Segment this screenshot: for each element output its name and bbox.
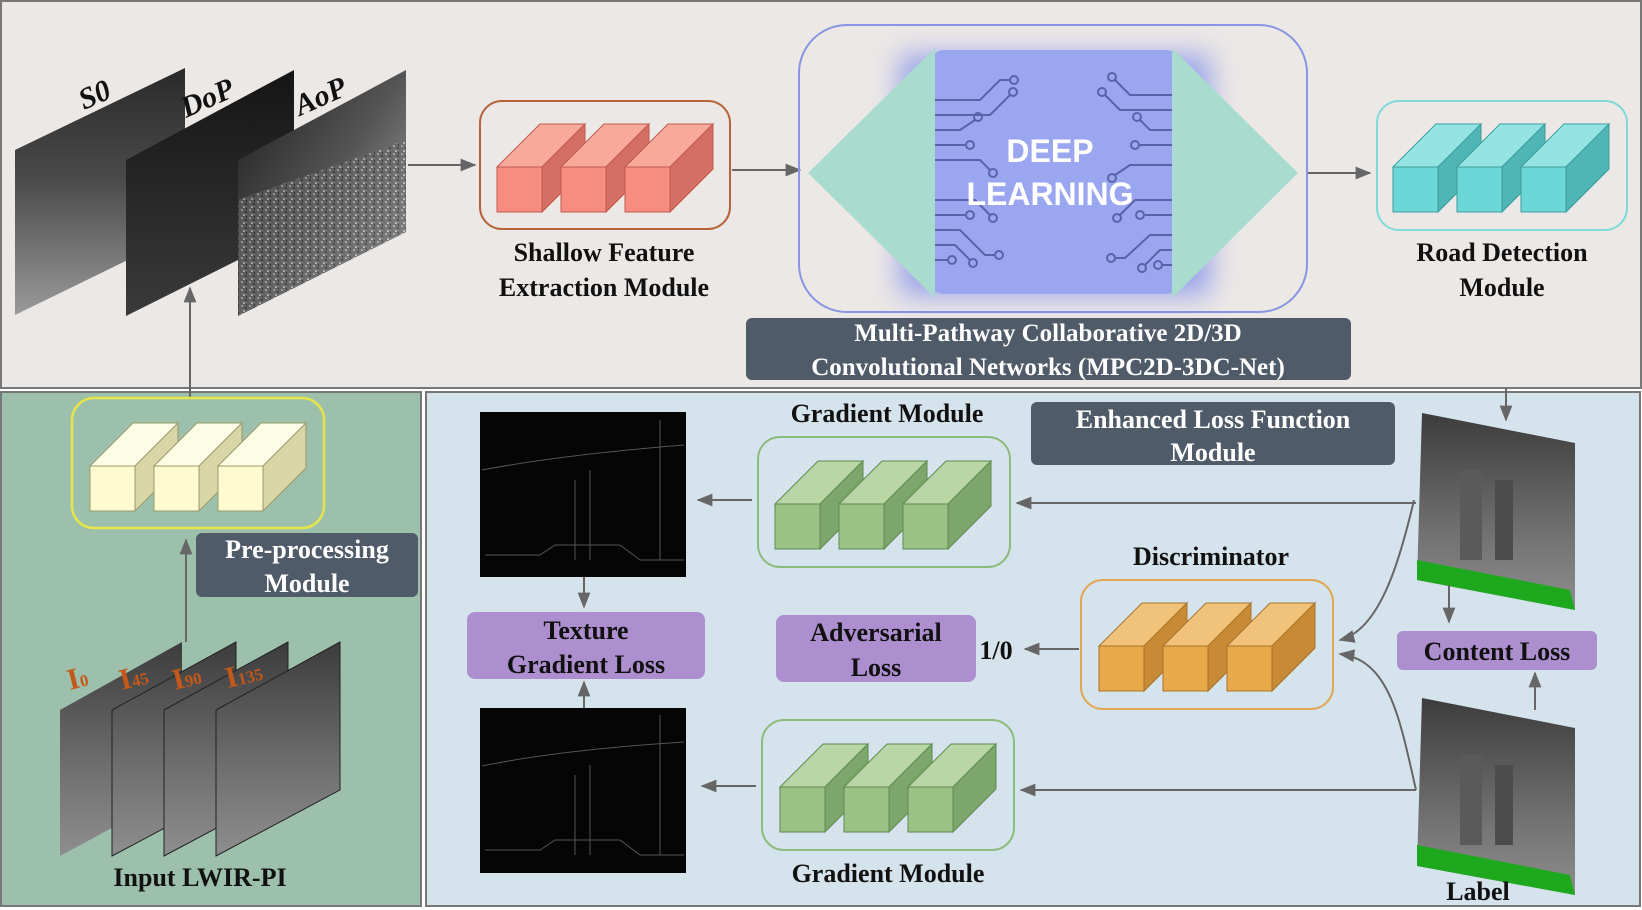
arrow-label-to-disc bbox=[1338, 649, 1417, 791]
texture-loss-box bbox=[467, 612, 705, 679]
road-label-line1: Road Detection bbox=[1416, 238, 1588, 267]
gradient-module-top-box bbox=[757, 436, 1011, 568]
gradient-image-top bbox=[480, 412, 686, 577]
pre-module-box bbox=[70, 396, 326, 530]
shallow-cubes bbox=[495, 122, 715, 214]
gradient-bottom-cube-3 bbox=[906, 742, 998, 834]
road-cubes bbox=[1391, 122, 1611, 214]
gradient-module-bottom-label: Gradient Module bbox=[792, 859, 985, 888]
shallow-label-line2: Extraction Module bbox=[499, 273, 709, 302]
network-name-line1: Multi-Pathway Collaborative 2D/3D bbox=[854, 320, 1241, 347]
pre-label-line2: Module bbox=[264, 569, 349, 598]
shallow-module-box bbox=[479, 100, 731, 230]
gradient-image-bottom bbox=[480, 708, 686, 873]
output-image bbox=[1417, 413, 1575, 610]
deep-learning-core bbox=[930, 50, 1180, 294]
content-loss-text: Content Loss bbox=[1424, 637, 1571, 666]
dl-left-triangle bbox=[808, 48, 935, 298]
pre-cubes bbox=[88, 421, 308, 513]
gradient-cubes-top bbox=[773, 459, 993, 551]
enhanced-loss-tag bbox=[1031, 402, 1395, 465]
label-image bbox=[1417, 698, 1575, 895]
aop-texture bbox=[238, 140, 406, 316]
gradient-module-top-label: Gradient Module bbox=[791, 399, 984, 428]
enhanced-loss-line1: Enhanced Loss Function bbox=[1076, 405, 1351, 434]
discriminator-label: Discriminator bbox=[1133, 542, 1289, 571]
road-label-line2: Module bbox=[1459, 273, 1544, 302]
adv-output-label: 1/0 bbox=[979, 636, 1012, 665]
shallow-cube-3 bbox=[623, 122, 715, 214]
input-i135-label: I135 bbox=[222, 654, 266, 695]
shallow-label-line1: Shallow Feature bbox=[514, 238, 695, 267]
learning-text: LEARNING bbox=[966, 176, 1133, 212]
road-module-box bbox=[1376, 100, 1628, 231]
deep-learning-frame bbox=[798, 24, 1308, 313]
arrow-output-to-disc bbox=[1338, 499, 1415, 643]
road-cube-3 bbox=[1519, 122, 1611, 214]
gradient-cubes-bottom bbox=[778, 742, 998, 834]
disc-cube-3 bbox=[1225, 601, 1317, 693]
adversarial-loss-line2: Loss bbox=[851, 653, 902, 682]
circuit-lines bbox=[935, 72, 1175, 273]
dl-right-triangle bbox=[1172, 48, 1298, 298]
texture-loss-line1: Texture bbox=[543, 616, 628, 645]
texture-loss-line2: Gradient Loss bbox=[507, 650, 665, 679]
pre-module-tag bbox=[196, 533, 418, 597]
pre-label-line1: Pre-processing bbox=[225, 535, 389, 564]
gradient-top-cube-3 bbox=[901, 459, 993, 551]
pre-cube-3 bbox=[216, 421, 308, 513]
adversarial-loss-line1: Adversarial bbox=[810, 618, 941, 647]
gradient-image-bottom-edges bbox=[481, 715, 685, 856]
content-loss-box bbox=[1397, 631, 1597, 670]
dop-image bbox=[126, 70, 294, 316]
gradient-module-bottom-box bbox=[761, 719, 1015, 851]
input-i135-image bbox=[215, 641, 341, 857]
label-text: Label bbox=[1446, 877, 1510, 906]
input-label: Input LWIR-PI bbox=[113, 863, 286, 892]
discriminator-box bbox=[1080, 579, 1334, 710]
network-name-tag bbox=[746, 318, 1351, 380]
input-image-stack bbox=[60, 641, 341, 857]
discriminator-cubes bbox=[1097, 601, 1317, 693]
s0-image bbox=[15, 68, 185, 315]
stokes-image-stack bbox=[15, 68, 406, 316]
adversarial-loss-box bbox=[776, 615, 976, 682]
enhanced-loss-line2: Module bbox=[1170, 438, 1255, 467]
gradient-image-top-edges bbox=[481, 420, 685, 561]
deep-text: DEEP bbox=[1006, 133, 1093, 169]
network-name-line2: Convolutional Networks (MPC2D-3DC-Net) bbox=[811, 354, 1285, 381]
